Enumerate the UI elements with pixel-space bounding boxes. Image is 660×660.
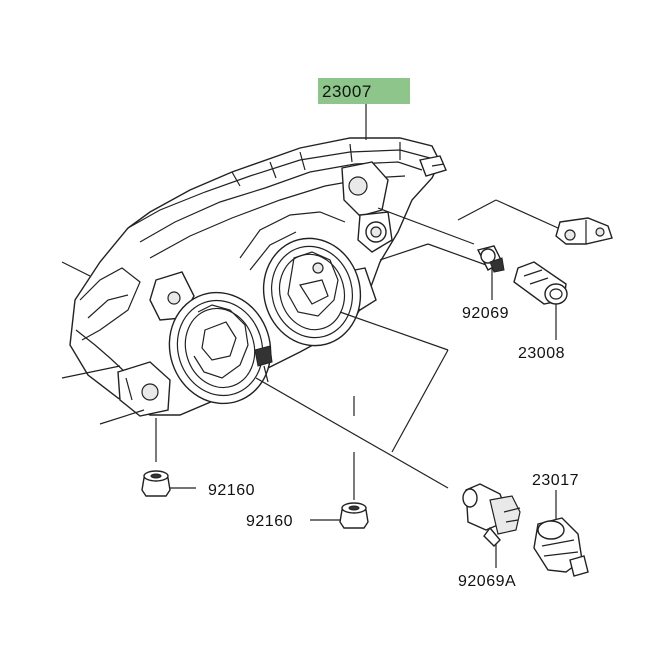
label-socket-main[interactable]: 23017 [532,472,579,489]
small-socket-part [513,261,568,305]
right-reflector [262,237,362,347]
label-bulb-small[interactable]: 92069 [462,305,509,322]
main-bulb-part [462,483,521,547]
label-headlight-assembly[interactable]: 23007 [322,82,372,101]
small-bulb-part [476,245,505,273]
left-reflector [168,291,273,405]
label-grommet-center[interactable]: 92160 [246,513,293,530]
grommet-center-part [339,502,369,529]
leader-lines [61,104,559,568]
main-socket-part [533,517,589,577]
l-bracket-part [555,217,613,245]
label-socket-small[interactable]: 23008 [518,345,565,362]
label-grommet-left[interactable]: 92160 [208,482,255,499]
highlight-box [318,78,410,104]
grommet-left-part [141,470,171,497]
part-labels: 23007 92069 23008 92160 92160 23017 9206… [208,78,579,590]
label-bulb-main[interactable]: 92069A [458,573,516,590]
